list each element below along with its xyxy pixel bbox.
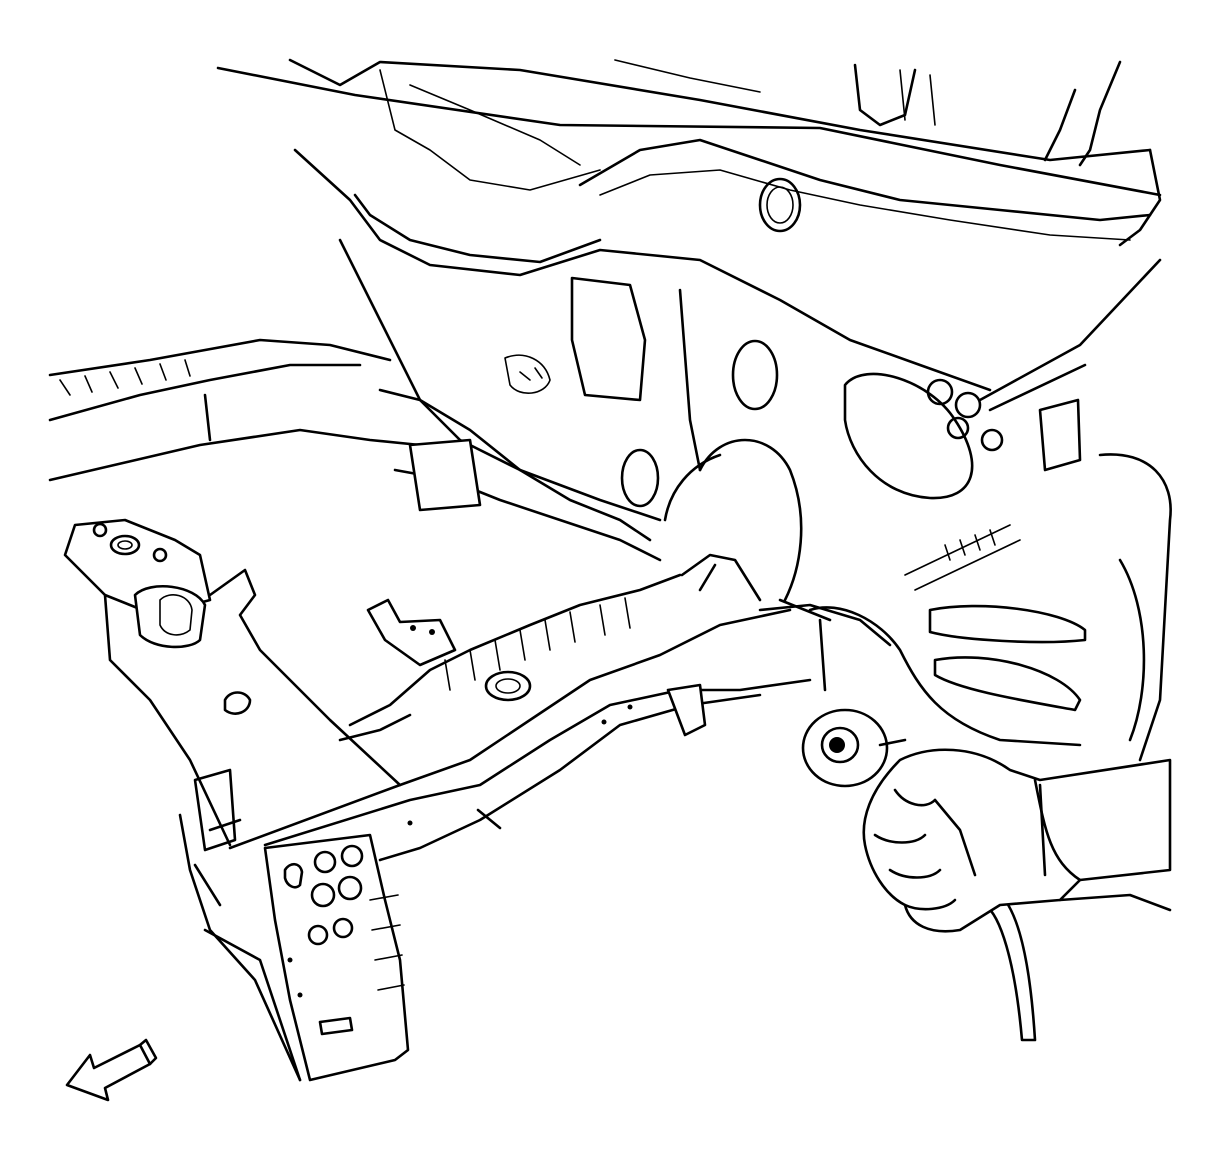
gloved-hand-icon — [862, 748, 1172, 933]
rail-extension-bracket-icon — [63, 518, 402, 1082]
rail-reinforcement-panel-icon — [203, 833, 410, 1082]
abrasive-disc-grinder-icon — [801, 708, 1037, 1042]
front-compartment-rail-icon — [48, 338, 892, 862]
rear-wheelhouse-panel-icon — [338, 238, 1172, 762]
upper-body-panel-icon — [216, 58, 1162, 392]
front-direction-arrow-icon — [65, 1038, 158, 1102]
